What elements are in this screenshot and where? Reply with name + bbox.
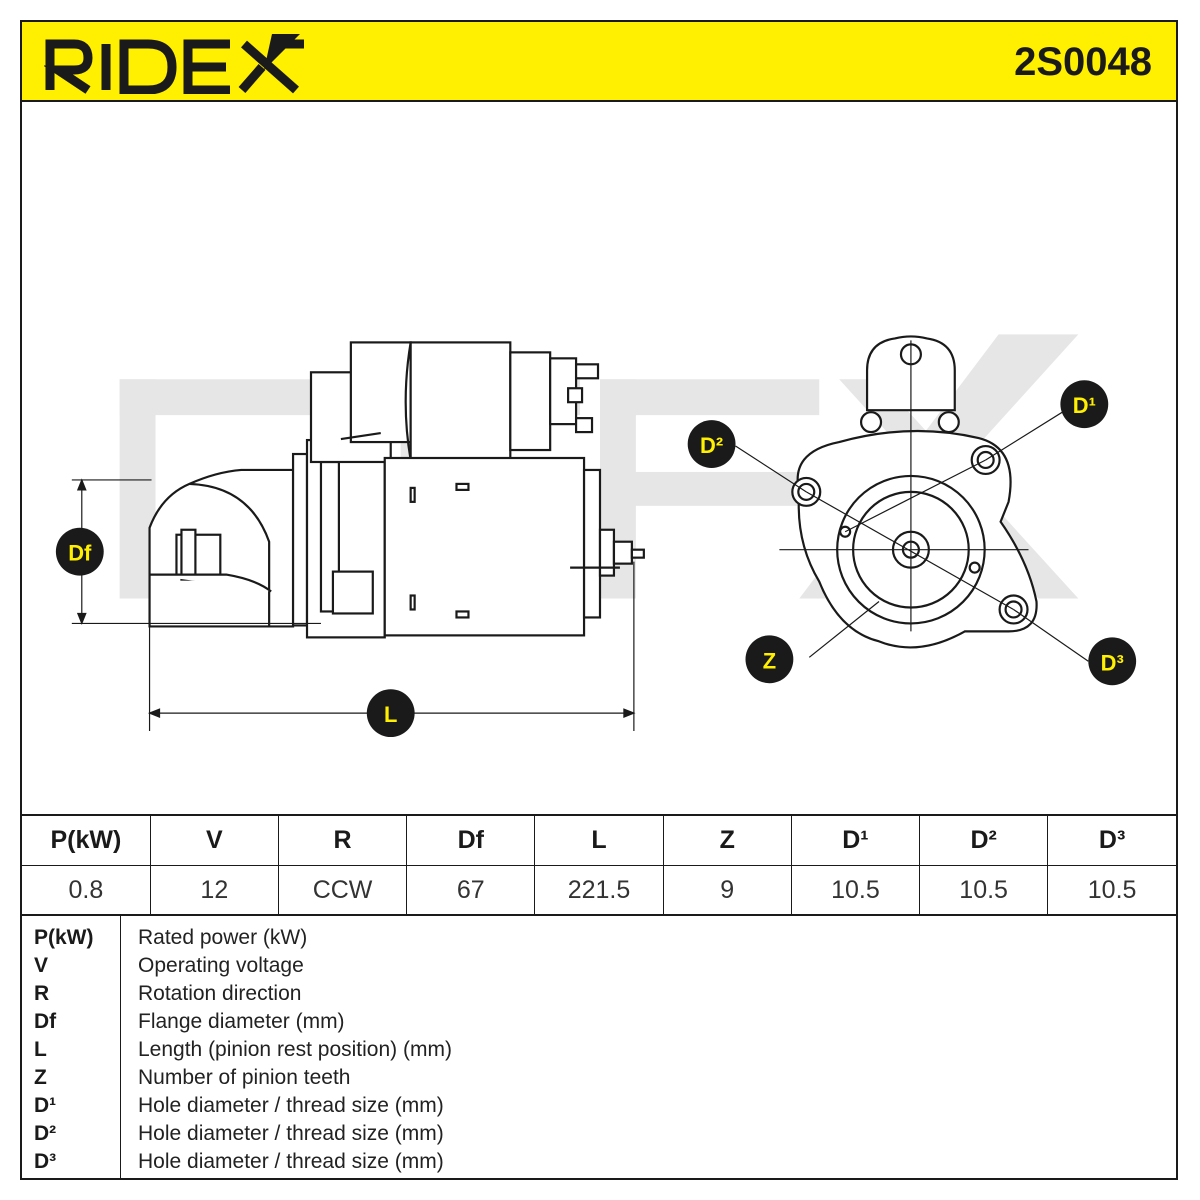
callout-z-label: Z [763, 648, 776, 673]
spec-value: 10.5 [919, 865, 1049, 916]
callout-l: L [366, 689, 415, 738]
legend-row: P(kW) Rated power (kW) [22, 924, 1176, 952]
spec-value: 0.8 [22, 865, 151, 916]
legend-desc: Number of pinion teeth [138, 1066, 351, 1089]
legend-divider [120, 916, 121, 1180]
legend-desc: Hole diameter / thread size (mm) [138, 1150, 444, 1173]
callout-d3-label: D³ [1101, 650, 1124, 675]
legend-row: D³ Hole diameter / thread size (mm) [22, 1148, 1176, 1176]
legend-desc: Rated power (kW) [138, 926, 308, 949]
callout-l-label: L [384, 702, 397, 727]
spec-header: P(kW) [22, 814, 151, 866]
spec-value: 10.5 [790, 865, 921, 916]
legend-key: R [34, 982, 50, 1005]
spec-header: D¹ [790, 814, 921, 866]
spec-header: D² [919, 814, 1049, 866]
legend-desc: Flange diameter (mm) [138, 1010, 345, 1033]
callout-d1: D¹ [1060, 380, 1109, 429]
legend-desc: Rotation direction [138, 982, 302, 1005]
callout-df-label: Df [68, 541, 92, 566]
spec-value: CCW [277, 865, 408, 916]
legend-desc: Hole diameter / thread size (mm) [138, 1122, 444, 1145]
spec-header: Df [406, 814, 536, 866]
legend-row: Df Flange diameter (mm) [22, 1008, 1176, 1036]
technical-drawing: Df L D² D¹ Z D³ [55, 334, 1137, 738]
spec-header-row: P(kW) V R Df L Z D¹ D² D³ [22, 814, 1176, 866]
legend-key: Z [34, 1066, 47, 1089]
spec-value: 10.5 [1047, 865, 1176, 916]
callout-d2: D² [687, 420, 736, 468]
legend-desc: Hole diameter / thread size (mm) [138, 1094, 444, 1117]
callout-d3: D³ [1088, 637, 1137, 686]
legend-row: R Rotation direction [22, 980, 1176, 1008]
spec-header: Z [662, 814, 792, 866]
header-bar: 2S0048 [22, 22, 1176, 102]
callout-z: Z [745, 635, 794, 684]
callout-d1-label: D¹ [1073, 393, 1096, 418]
legend-key: D¹ [34, 1094, 57, 1117]
legend-key: Df [34, 1010, 57, 1033]
spec-value: 67 [406, 865, 536, 916]
datasheet-frame: 2S0048 [20, 20, 1178, 1180]
legend-key: L [34, 1038, 47, 1061]
legend-desc: Length (pinion rest position) (mm) [138, 1038, 452, 1061]
legend-key: P(kW) [34, 926, 94, 949]
starter-side-view [148, 341, 645, 639]
spec-header: L [534, 814, 664, 866]
spec-header: D³ [1047, 814, 1176, 866]
part-number: 2S0048 [1014, 40, 1152, 84]
legend-row: Z Number of pinion teeth [22, 1064, 1176, 1092]
ridex-logo [44, 34, 304, 94]
legend-row: D² Hole diameter / thread size (mm) [22, 1120, 1176, 1148]
callout-d2-label: D² [700, 433, 723, 458]
legend-row: D¹ Hole diameter / thread size (mm) [22, 1092, 1176, 1120]
spec-header: V [149, 814, 279, 866]
legend-desc: Operating voltage [138, 954, 304, 977]
legend: P(kW) Rated power (kW) V Operating volta… [22, 914, 1176, 1180]
spec-value: 12 [149, 865, 279, 916]
spec-value: 221.5 [534, 865, 664, 916]
legend-key: V [34, 954, 49, 977]
spec-header: R [277, 814, 408, 866]
callout-df: Df [55, 527, 104, 576]
legend-key: D³ [34, 1150, 57, 1173]
legend-row: V Operating voltage [22, 952, 1176, 980]
spec-table: P(kW) V R Df L Z D¹ D² D³ 0.8 12 CCW 67 … [22, 814, 1176, 916]
legend-key: D² [34, 1122, 57, 1145]
legend-row: L Length (pinion rest position) (mm) [22, 1036, 1176, 1064]
spec-value-row: 0.8 12 CCW 67 221.5 9 10.5 10.5 10.5 [22, 865, 1176, 916]
spec-value: 9 [662, 865, 792, 916]
